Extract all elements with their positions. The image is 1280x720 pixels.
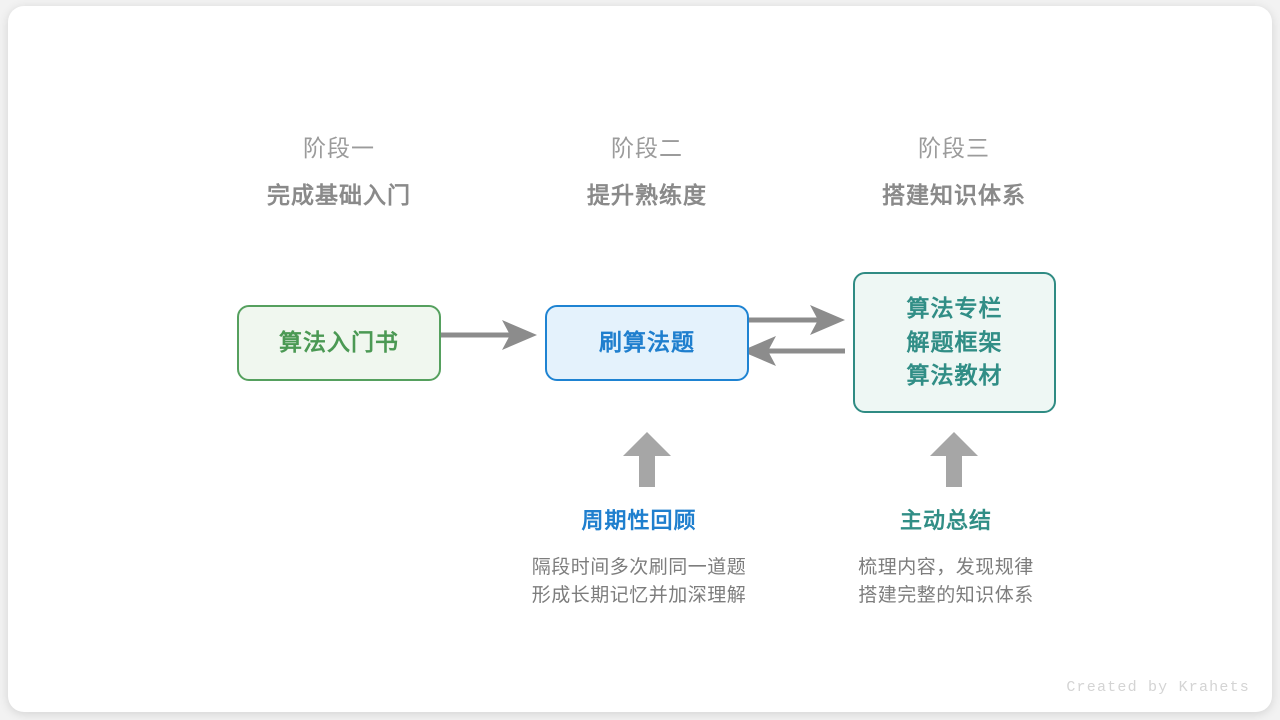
stage-title-1: 完成基础入门 — [267, 182, 411, 208]
annotation-title: 周期性回顾 — [581, 508, 697, 533]
annotation-body: 梳理内容，发现规律 搭建完整的知识体系 — [796, 554, 1096, 609]
node-knowledge-resources[interactable]: 算法专栏 解题框架 算法教材 — [853, 272, 1056, 413]
node-line: 解题框架 — [906, 328, 1003, 355]
node-line: 刷算法题 — [599, 329, 695, 356]
node-practice-problems[interactable]: 刷算法题 — [545, 305, 749, 381]
annotation-body-line: 搭建完整的知识体系 — [858, 584, 1034, 606]
annotation-body-line: 隔段时间多次刷同一道题 — [531, 557, 747, 578]
annotation-body: 隔段时间多次刷同一道题 形成长期记忆并加深理解 — [489, 554, 789, 609]
annotation-periodic-review: 周期性回顾 隔段时间多次刷同一道题 形成长期记忆并加深理解 — [489, 510, 789, 609]
stage-header-1: 阶段一 完成基础入门 — [209, 137, 469, 207]
stage-header-3: 阶段三 搭建知识体系 — [824, 137, 1084, 207]
up-arrow-summary — [930, 432, 978, 487]
annotation-body-line: 梳理内容，发现规律 — [858, 557, 1034, 578]
annotation-active-summary: 主动总结 梳理内容，发现规律 搭建完整的知识体系 — [796, 510, 1096, 609]
diagram-canvas: 阶段一 完成基础入门 阶段二 提升熟练度 阶段三 搭建知识体系 算法入门书 刷算… — [8, 6, 1272, 712]
stage-label-1: 阶段一 — [303, 135, 375, 161]
annotation-body-line: 形成长期记忆并加深理解 — [531, 584, 747, 606]
annotation-title: 主动总结 — [899, 508, 992, 533]
node-line: 算法教材 — [906, 362, 1003, 389]
node-line: 算法专栏 — [906, 295, 1003, 322]
stage-title-2: 提升熟练度 — [587, 182, 707, 208]
stage-title-3: 搭建知识体系 — [882, 182, 1026, 208]
stage-label-2: 阶段二 — [611, 135, 683, 161]
watermark-credit: Created by Krahets — [1066, 679, 1250, 696]
node-algorithm-intro-book[interactable]: 算法入门书 — [237, 305, 441, 381]
node-line: 算法入门书 — [279, 329, 399, 356]
stage-label-3: 阶段三 — [918, 135, 990, 161]
up-arrow-review — [623, 432, 671, 487]
stage-header-2: 阶段二 提升熟练度 — [517, 137, 777, 207]
